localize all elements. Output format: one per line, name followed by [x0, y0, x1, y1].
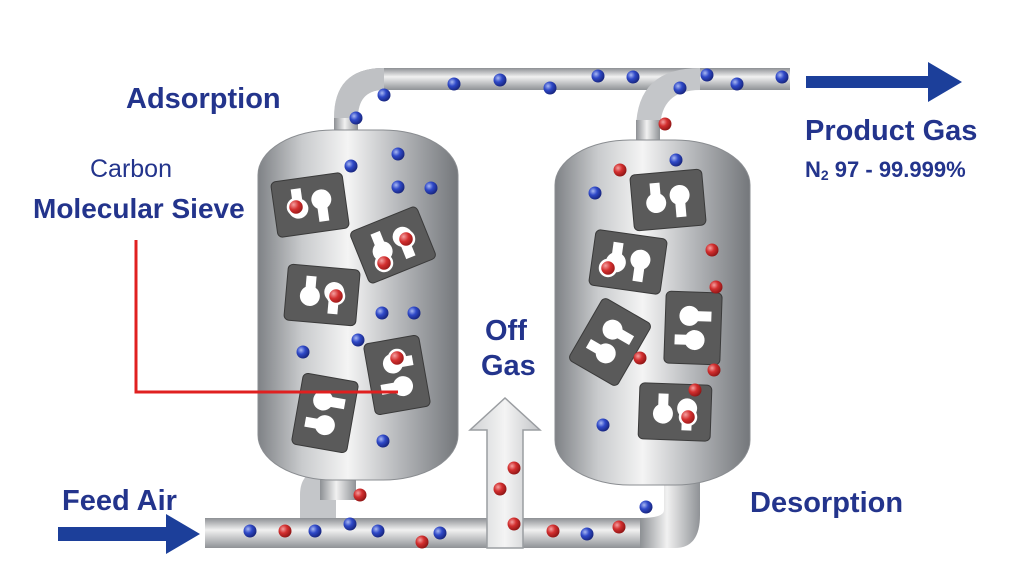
blue-dot-icon — [588, 186, 602, 200]
molecular-sieve-label: Molecular Sieve — [33, 193, 245, 224]
off-gas-arrow — [468, 396, 542, 549]
red-dot-icon — [507, 461, 521, 475]
blue-dot-icon — [351, 333, 365, 347]
sieve-pointer-line — [134, 240, 398, 394]
nitrogen-molecules — [243, 68, 789, 541]
red-dot-icon — [707, 363, 721, 377]
red-dot-icon — [709, 280, 723, 294]
blue-dot-icon — [596, 418, 610, 432]
red-dot-icon — [705, 243, 719, 257]
red-dot-icon — [678, 407, 698, 427]
blue-dot-icon — [371, 524, 385, 538]
blue-dot-icon — [375, 306, 389, 320]
blue-dot-icon — [580, 527, 594, 541]
off-label: Off — [485, 315, 527, 347]
red-dot-icon — [353, 488, 367, 502]
adsorption-label: Adsorption — [126, 83, 281, 115]
feed-air-label: Feed Air — [62, 485, 177, 517]
blue-dot-icon — [296, 345, 310, 359]
sieve-pellet-icon — [663, 290, 723, 366]
blue-dot-icon — [343, 517, 357, 531]
red-dot-icon — [396, 229, 416, 249]
blue-dot-icon — [376, 434, 390, 448]
blue-dot-icon — [700, 68, 714, 82]
red-dot-icon — [326, 286, 346, 306]
blue-dot-icon — [391, 180, 405, 194]
red-dot-icon — [613, 163, 627, 177]
red-dot-icon — [493, 482, 507, 496]
sieve-pellet-icon — [290, 372, 360, 454]
blue-dot-icon — [349, 111, 363, 125]
blue-dot-icon — [673, 81, 687, 95]
red-dot-icon — [286, 197, 306, 217]
red-dot-icon — [612, 520, 626, 534]
right-arrow-icon — [58, 514, 200, 554]
blue-dot-icon — [639, 500, 653, 514]
desorption-label: Desorption — [750, 487, 903, 519]
sieve-pellet-icon — [587, 228, 669, 296]
sieve-pellet-icon — [283, 263, 361, 327]
blue-dot-icon — [407, 306, 421, 320]
blue-dot-icon — [243, 524, 257, 538]
red-dot-icon — [507, 517, 521, 531]
top-pipe — [334, 68, 790, 175]
sieve-pellet-icon — [362, 334, 432, 416]
red-dot-icon — [633, 351, 647, 365]
oxygen-molecules-free — [278, 117, 723, 549]
blue-dot-icon — [308, 524, 322, 538]
right-arrow-icon — [806, 62, 962, 102]
sieve-pellet-icon — [629, 168, 707, 232]
blue-dot-icon — [669, 153, 683, 167]
product-gas-label: Product Gas — [805, 115, 977, 147]
blue-dot-icon — [493, 73, 507, 87]
oxygen-molecules — [286, 197, 698, 427]
blue-dot-icon — [433, 526, 447, 540]
red-dot-icon — [546, 524, 560, 538]
purity-label: N2 97 - 99.999% — [805, 157, 966, 183]
sieve-pellet-icon — [269, 171, 351, 239]
blue-dot-icon — [377, 88, 391, 102]
red-dot-icon — [598, 258, 618, 278]
blue-dot-icon — [391, 147, 405, 161]
red-dot-icon — [415, 535, 429, 549]
blue-dot-icon — [730, 77, 744, 91]
red-dot-icon — [658, 117, 672, 131]
carbon-label: Carbon — [90, 155, 172, 183]
blue-dot-icon — [424, 181, 438, 195]
blue-dot-icon — [591, 69, 605, 83]
blue-dot-icon — [447, 77, 461, 91]
blue-dot-icon — [344, 159, 358, 173]
blue-dot-icon — [775, 70, 789, 84]
red-dot-icon — [278, 524, 292, 538]
red-dot-icon — [387, 348, 407, 368]
blue-dot-icon — [543, 81, 557, 95]
red-dot-icon — [688, 383, 702, 397]
gas-label: Gas — [481, 350, 536, 382]
red-dot-icon — [374, 253, 394, 273]
blue-dot-icon — [626, 70, 640, 84]
